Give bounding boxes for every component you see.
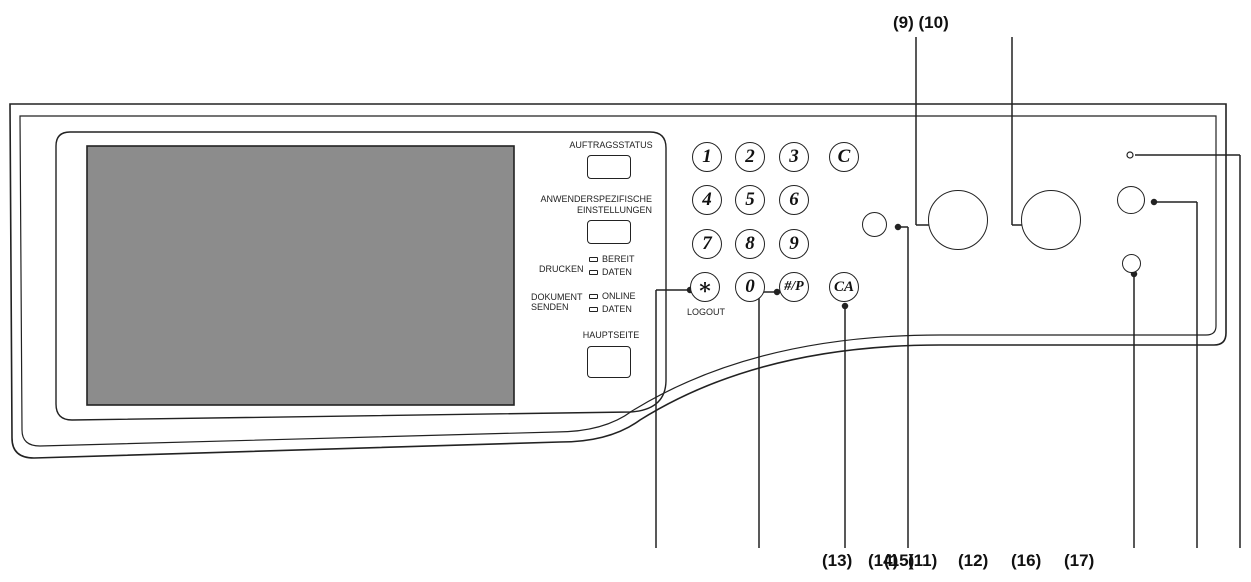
send-data-label: DATEN [602,304,632,314]
key-clear[interactable]: C [829,142,859,172]
key-hash-p[interactable]: #/P [779,272,809,302]
start-bw-button[interactable] [928,190,988,250]
key-0[interactable]: 0 [735,272,765,302]
display-bezel [55,131,667,421]
key-7[interactable]: 7 [692,229,722,259]
start-color-button[interactable] [1021,190,1081,250]
main-power-indicator [1126,151,1134,159]
key-4[interactable]: 4 [692,185,722,215]
job-status-label: AUFTRAGSSTATUS [569,140,653,150]
send-label-line1: DOKUMENT [531,292,583,302]
print-data-label: DATEN [602,267,632,277]
callout-12: (12) [958,551,989,570]
key-3[interactable]: 3 [779,142,809,172]
custom-settings-label-line2: EINSTELLUNGEN [576,205,652,215]
callout-15: (15) [884,551,915,570]
send-data-led [589,307,598,312]
print-ready-led [589,257,598,262]
touch-screen [86,145,515,406]
key-6[interactable]: 6 [779,185,809,215]
key-2[interactable]: 2 [735,142,765,172]
energy-save-button[interactable] [1122,254,1141,273]
print-data-led [589,270,598,275]
home-label: HAUPTSEITE [582,330,640,340]
logout-key[interactable]: ∗ [690,272,720,302]
job-status-button[interactable] [587,155,631,179]
custom-settings-button[interactable] [587,220,631,244]
key-clear-all[interactable]: CA [829,272,859,302]
callout-16: (16) [1011,551,1042,570]
home-button[interactable] [587,346,631,378]
stop-button[interactable] [862,212,887,237]
send-online-label: ONLINE [602,291,636,301]
panel-inner-edge [19,115,1217,447]
key-1[interactable]: 1 [692,142,722,172]
callout-9-10: (9) (10) [893,13,949,32]
custom-settings-label-line1: ANWENDERSPEZIFISCHE [540,194,652,204]
print-ready-label: BEREIT [602,254,635,264]
callout-17: (17) [1064,551,1095,570]
callout-11: (11) [908,551,938,570]
logout-label: LOGOUT [686,307,725,317]
power-button[interactable] [1117,186,1145,214]
key-8[interactable]: 8 [735,229,765,259]
print-label: DRUCKEN [539,264,584,274]
send-online-led [589,294,598,299]
key-9[interactable]: 9 [779,229,809,259]
send-label-line2: SENDEN [531,302,569,312]
callout-14: (14) [868,551,899,570]
panel-outer-edge [9,103,1227,459]
key-5[interactable]: 5 [735,185,765,215]
callout-13: (13) [822,551,853,570]
